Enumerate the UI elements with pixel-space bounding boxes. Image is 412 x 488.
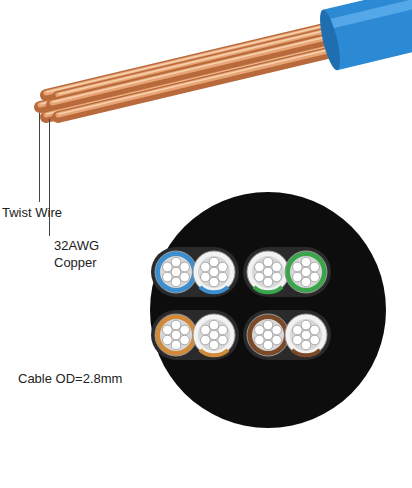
cable-jacket: [316, 0, 412, 72]
part-label: Twist Wire: [2, 204, 92, 221]
copper-strands: [40, 26, 342, 117]
part-label: 32AWG Copper: [54, 237, 112, 271]
dimension-label: Cable OD=2.8mm: [18, 370, 158, 387]
cable-cross-section: [150, 192, 386, 428]
